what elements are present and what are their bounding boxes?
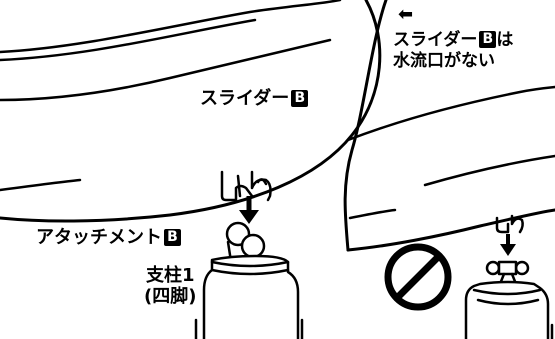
label-pillar-1: 支柱1 (四脚): [144, 265, 197, 307]
label-pillar-1-line1: 支柱1: [145, 265, 195, 286]
label-slider-b-text: スライダー: [200, 88, 290, 109]
arrow-down-icon: [239, 196, 259, 224]
slider-b-body: [0, 0, 382, 223]
label-attachment-b-box: B: [164, 229, 181, 246]
prohibited-icon: [384, 243, 452, 311]
label-pillar-1-line2: (四脚): [144, 285, 197, 307]
pillar-1: [194, 254, 304, 339]
label-note-line2: 水流口がない: [393, 51, 495, 72]
arrow-down-icon-right: [500, 234, 516, 256]
slider-b-right: [343, 0, 555, 252]
label-note-line1-text: スライダー: [393, 30, 478, 50]
label-slider-b-box: B: [291, 90, 309, 107]
small-fitting-right: [485, 260, 530, 286]
label-note-line1-box: B: [479, 31, 497, 48]
label-note-line1-suffix: は: [496, 30, 514, 50]
label-attachment-b-text: アタッチメント: [36, 227, 162, 248]
slider-hook-left: [220, 170, 272, 202]
pillar-right: [464, 280, 554, 339]
arrow-left-icon: ⬅: [398, 4, 414, 25]
slider-hook-right: [495, 214, 524, 234]
